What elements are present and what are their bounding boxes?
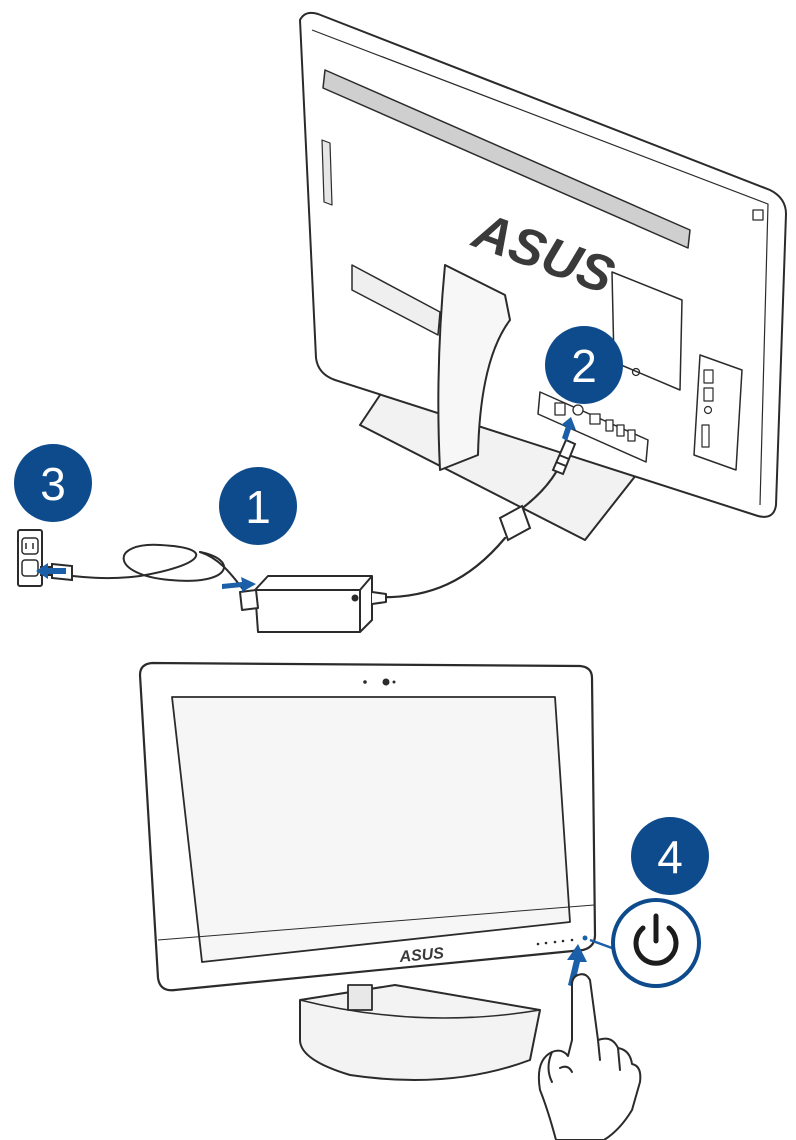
arrow-to-outlet-icon	[36, 563, 66, 579]
front-power-button[interactable]	[582, 935, 588, 941]
card-slot	[701, 424, 710, 448]
step-badge-1-circle	[219, 467, 297, 545]
usb-port	[627, 429, 636, 442]
step-badge-2: 2	[545, 326, 623, 404]
rear-port	[554, 402, 566, 416]
wall-outlet-icon	[17, 529, 43, 587]
side-usb-port	[703, 369, 714, 384]
callout-line	[589, 938, 613, 950]
power-adapter	[239, 575, 387, 633]
camera-led	[392, 680, 396, 684]
rear-vent	[322, 69, 691, 249]
side-usb-port	[703, 387, 714, 402]
step-number-1: 1	[245, 481, 271, 533]
step-number-3: 3	[40, 458, 66, 510]
power-icon	[633, 913, 679, 966]
front-stand-base	[299, 984, 541, 1081]
step-badge-3: 3	[14, 444, 92, 522]
step-badge-4-circle	[631, 817, 709, 895]
camera-sensor	[363, 680, 367, 684]
rear-side-slot	[321, 139, 333, 206]
step-number-4: 4	[657, 831, 683, 883]
arrow-to-adapter-icon	[222, 577, 256, 592]
step-badge-2-circle	[545, 326, 623, 404]
usb-port	[605, 419, 614, 432]
step-badge-4: 4	[631, 817, 709, 895]
dc-plug	[551, 438, 577, 476]
step-number-2: 2	[571, 340, 597, 392]
insert-arrows	[36, 417, 576, 592]
step-badge-3-circle	[14, 444, 92, 522]
front-screen	[171, 696, 571, 963]
usb-port	[616, 424, 625, 437]
front-logo: ASUS	[398, 945, 445, 966]
arrow-to-dc-port-icon	[561, 417, 576, 441]
front-stand-neck	[347, 984, 373, 1011]
ferrite-bead	[498, 504, 532, 542]
aio-front-view	[138, 661, 597, 1081]
rear-corner-button	[752, 209, 764, 221]
front-controls	[536, 938, 574, 946]
rear-stand-neck	[437, 264, 511, 471]
webcam-icon	[382, 678, 390, 686]
front-chin-line	[157, 904, 595, 941]
ac-cord	[44, 543, 225, 582]
press-arrow-icon	[567, 944, 587, 987]
dc-in-port	[572, 404, 584, 416]
step-badge-1: 1	[219, 467, 297, 545]
side-audio-jack	[703, 405, 713, 415]
power-button-callout	[589, 898, 701, 988]
rear-screw	[631, 367, 641, 377]
lan-port	[589, 413, 601, 425]
rear-access-panel	[611, 271, 683, 391]
rear-side-io	[693, 354, 743, 471]
dc-cord	[370, 536, 507, 599]
rear-handle-slot	[351, 264, 441, 336]
aio-rear-view	[299, 11, 787, 541]
pointing-hand-icon	[537, 973, 642, 1140]
rear-panel-edge	[311, 29, 769, 506]
rear-back-panel	[299, 11, 787, 518]
